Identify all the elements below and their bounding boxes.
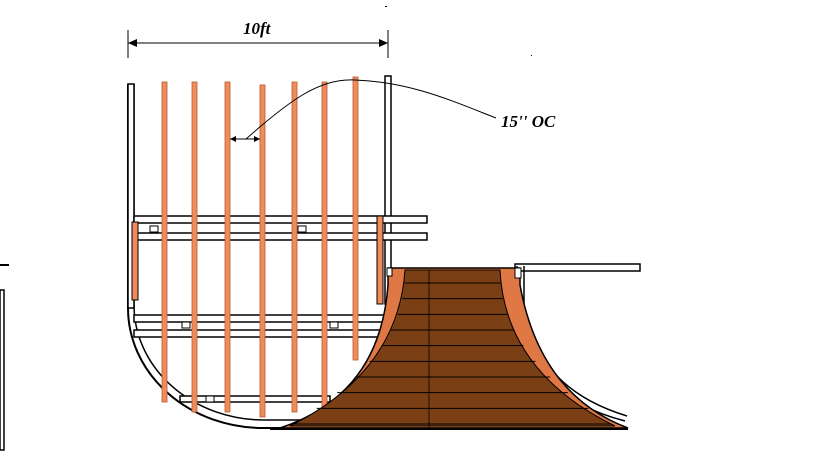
joist	[291, 81, 298, 413]
stray-mark	[531, 55, 532, 56]
width-dimension-label: 10ft	[243, 19, 271, 38]
deck-boards	[293, 282, 612, 425]
left-edge-fragment	[0, 264, 9, 451]
joist-spacing-label: 15'' OC	[501, 112, 556, 131]
joist	[352, 76, 359, 361]
stray-mark	[385, 6, 387, 7]
joists	[161, 76, 359, 418]
joist	[321, 81, 328, 413]
joist	[259, 84, 266, 418]
deck-post-cap	[514, 267, 522, 279]
joist	[224, 81, 231, 413]
curved-deck	[279, 267, 629, 429]
spacing-indicator	[230, 79, 497, 142]
deck-post-cap	[386, 267, 393, 277]
deck-rail	[514, 263, 641, 272]
joist	[191, 81, 198, 413]
width-dimension	[127, 30, 389, 58]
joist	[161, 81, 168, 403]
side-posts	[131, 215, 384, 305]
curved-rim	[127, 75, 392, 429]
